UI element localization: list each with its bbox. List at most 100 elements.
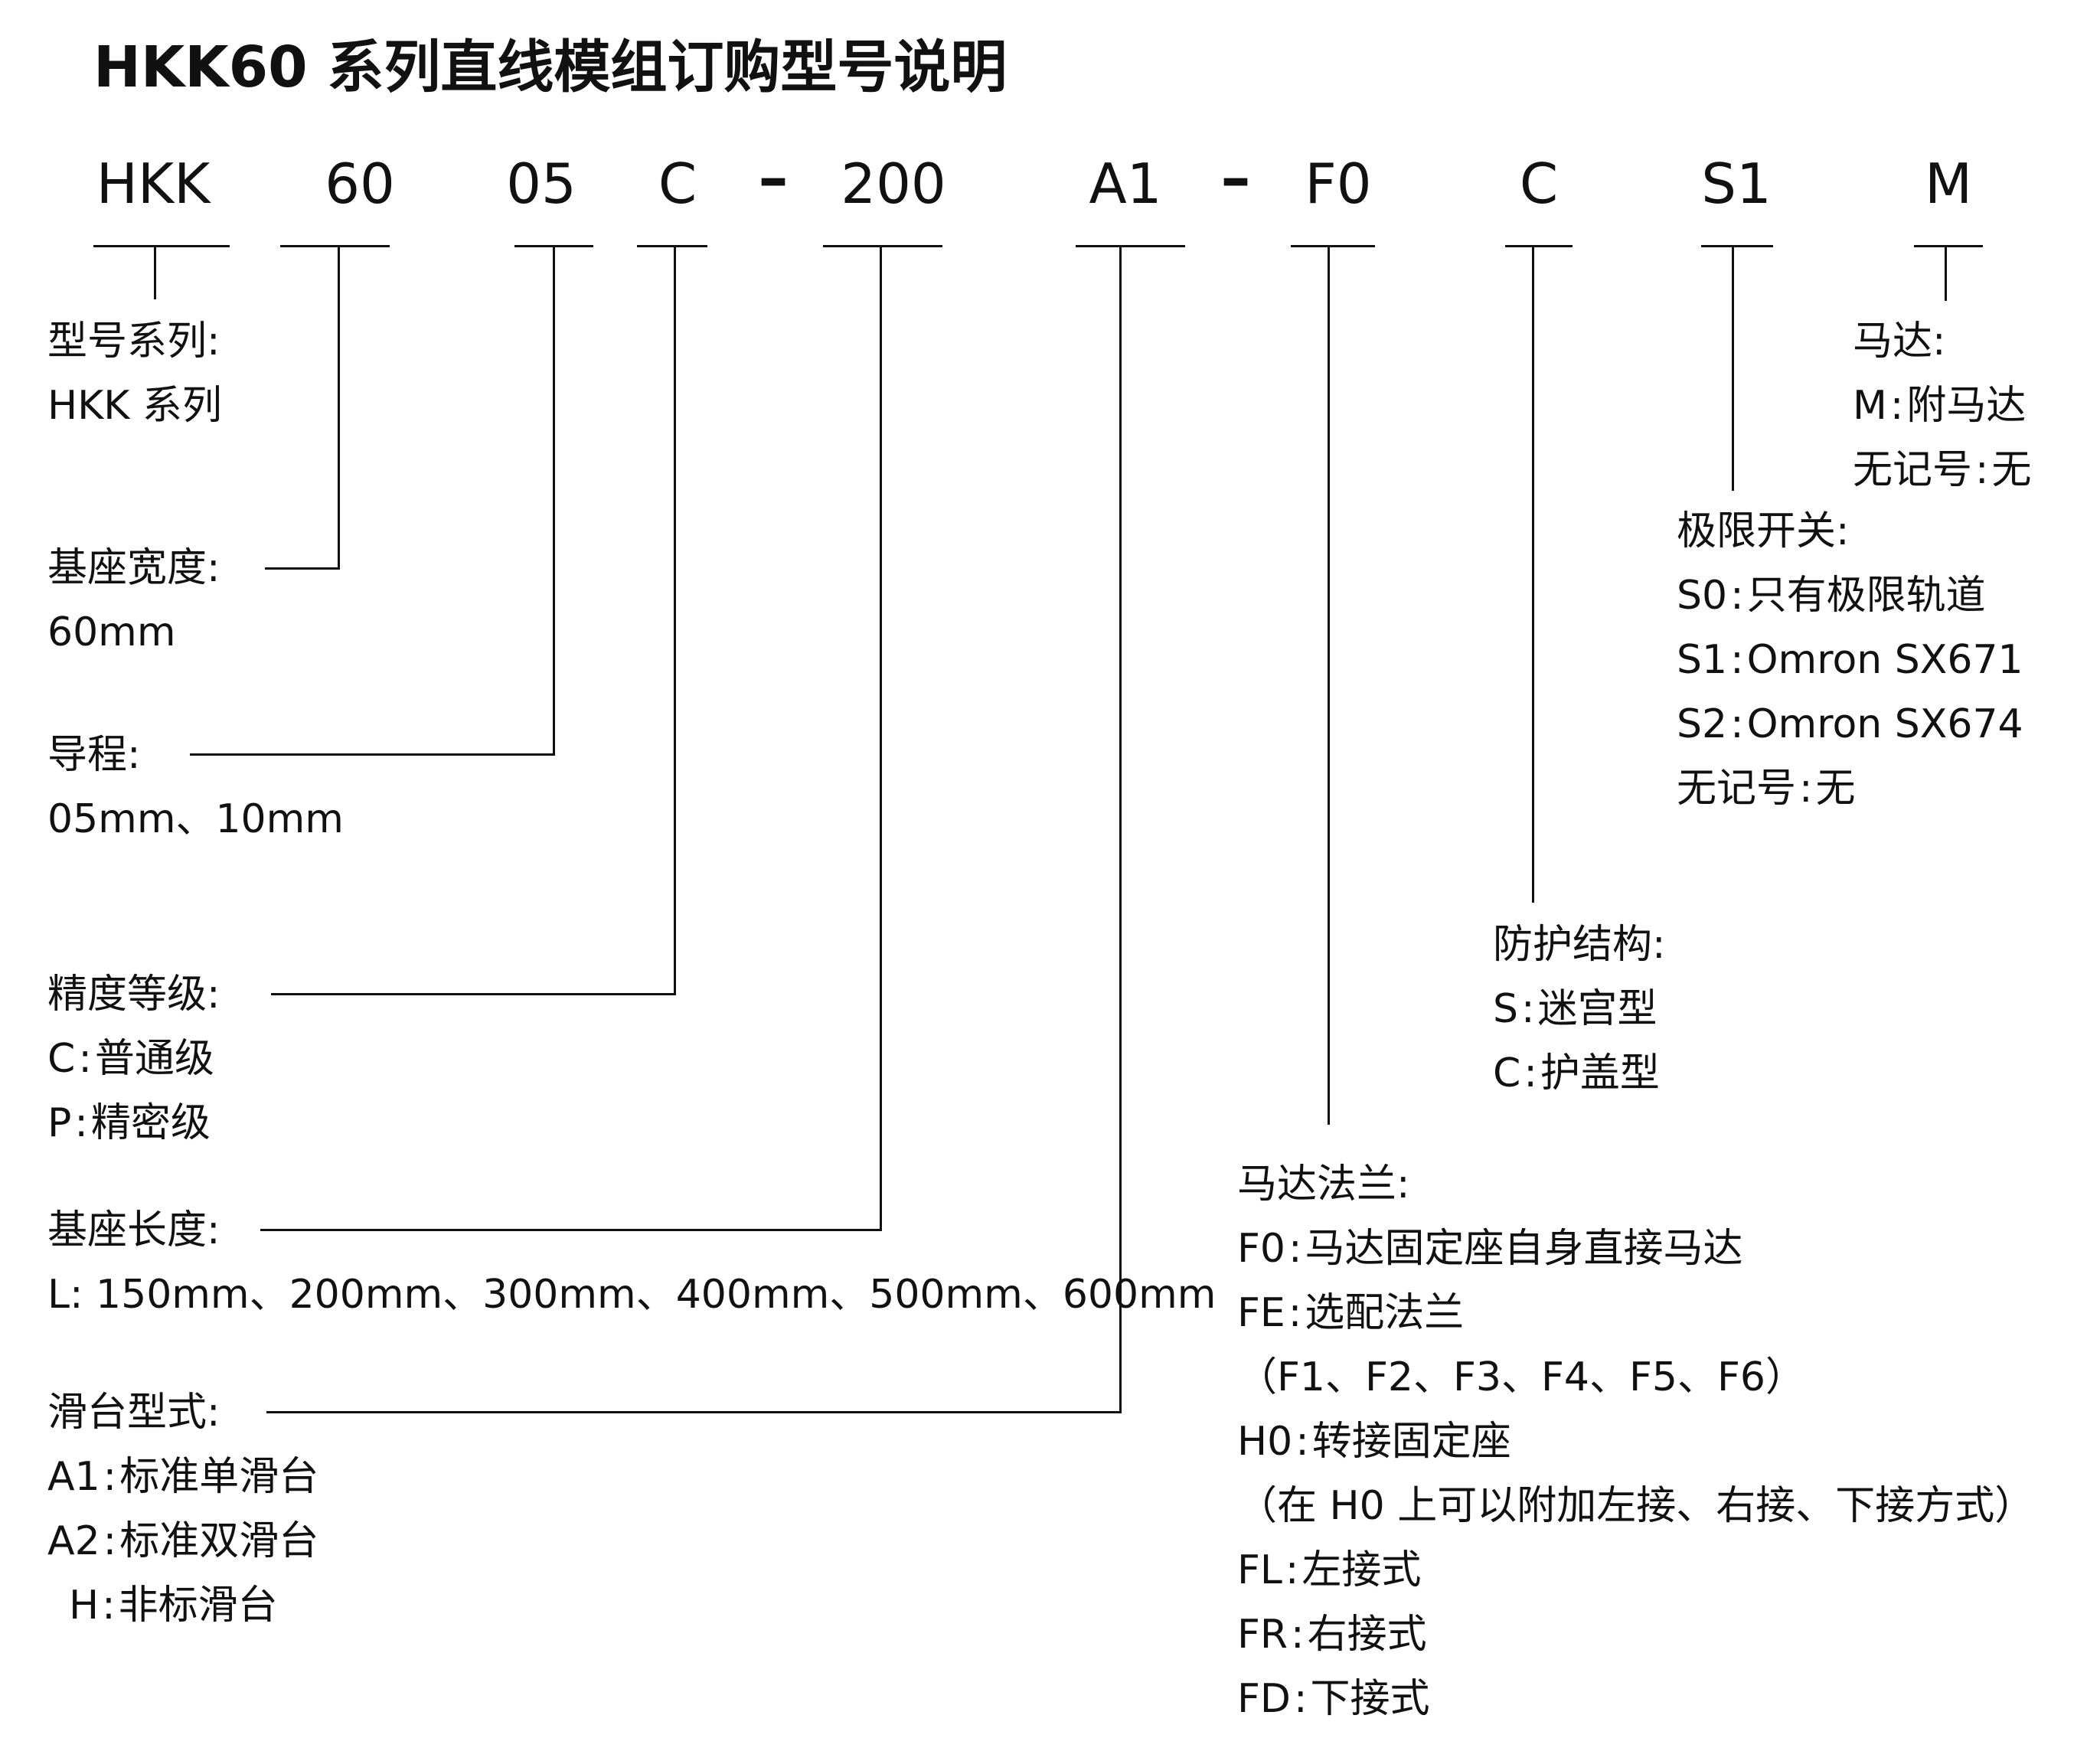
code-precision: C: [658, 152, 697, 216]
series-value: HKK 系列: [47, 383, 222, 429]
flange-label: 马达法兰:: [1237, 1161, 1410, 1207]
leader-length: [880, 247, 882, 1231]
flange-options-note: （F1、F2、F3、F4、F5、F6）: [1237, 1354, 1805, 1400]
code-motor: M: [1924, 152, 1973, 216]
list-item: 无记号:无: [1853, 447, 2032, 493]
length-value: L: 150mm、200mm、300mm、400mm、500mm、600mm: [47, 1272, 1217, 1318]
leader-series: [154, 247, 156, 299]
leader-precision: [674, 247, 676, 995]
block-flange: 马达法兰: F0:马达固定座自身直接马达 FE:选配法兰 （F1、F2、F3、F…: [1237, 1152, 2034, 1731]
lead-value: 05mm、10mm: [47, 796, 344, 842]
list-item: M:附马达: [1853, 383, 2027, 429]
item-desc: 普通级: [94, 1036, 214, 1082]
list-item: S2:Omron SX674: [1677, 701, 2023, 747]
item-desc: 护盖型: [1540, 1050, 1660, 1096]
item-desc: 马达固定座自身直接马达: [1305, 1226, 1743, 1272]
list-item: FR:右接式: [1237, 1612, 1427, 1658]
underline-motor: [1914, 245, 1983, 247]
item-code: S2: [1677, 701, 1728, 747]
item-code: H: [69, 1583, 100, 1629]
list-item: S0:只有极限轨道: [1677, 573, 1986, 619]
motor-label: 马达:: [1853, 319, 1946, 364]
underline-series: [93, 245, 230, 247]
code-limit: S1: [1701, 152, 1772, 216]
item-code: F0: [1237, 1226, 1285, 1272]
leader-protection: [1532, 247, 1534, 903]
leader-slide: [1119, 247, 1122, 1413]
code-flange: F0: [1305, 152, 1372, 216]
item-desc: 附马达: [1906, 383, 2027, 429]
item-code: S0: [1677, 573, 1728, 619]
leader-lead: [553, 247, 555, 756]
block-limit: 极限开关: S0:只有极限轨道 S1:Omron SX671 S2:Omron …: [1677, 499, 2023, 821]
item-code: A1: [47, 1454, 100, 1500]
item-code: 无记号: [1853, 447, 1973, 493]
item-desc: 无: [1991, 447, 2032, 493]
code-length: 200: [841, 152, 946, 216]
item-code: S: [1493, 986, 1519, 1032]
item-code: A2: [47, 1518, 100, 1564]
underline-length: [823, 245, 942, 247]
item-code: C: [1493, 1050, 1521, 1096]
item-desc: 无: [1815, 766, 1856, 812]
page-title: HKK60 系列直线模组订购型号说明: [93, 34, 1008, 100]
list-item: A1:标准单滑台: [47, 1454, 319, 1500]
width-value: 60mm: [47, 609, 176, 655]
block-lead: 导程: 05mm、10mm: [47, 723, 344, 851]
item-desc: 右接式: [1307, 1612, 1427, 1658]
item-desc: Omron SX674: [1746, 701, 2023, 747]
code-width: 60: [325, 152, 395, 216]
block-slide: 滑台型式: A1:标准单滑台 A2:标准双滑台 H:非标滑台: [47, 1380, 318, 1638]
block-motor: 马达: M:附马达 无记号:无: [1853, 309, 2032, 502]
underline-lead: [514, 245, 593, 247]
length-label: 基座长度:: [47, 1207, 220, 1253]
leader-flange: [1328, 247, 1330, 1125]
underline-protection: [1505, 245, 1573, 247]
list-item: FD:下接式: [1237, 1676, 1430, 1722]
series-label: 型号系列:: [47, 319, 220, 364]
block-width: 基座宽度: 60mm: [47, 536, 220, 665]
leader-width: [338, 247, 340, 570]
list-item: FE:选配法兰: [1237, 1290, 1465, 1336]
block-precision: 精度等级: C:普通级 P:精密级: [47, 962, 220, 1155]
code-dash: –: [758, 144, 789, 213]
item-desc: Omron SX671: [1746, 637, 2023, 683]
item-desc: 左接式: [1301, 1547, 1422, 1593]
item-desc: 精密级: [90, 1100, 211, 1146]
list-item: FL:左接式: [1237, 1547, 1422, 1593]
slide-label: 滑台型式:: [47, 1390, 220, 1436]
limit-label: 极限开关:: [1677, 508, 1850, 554]
list-item: 无记号:无: [1677, 766, 1856, 812]
item-code: M: [1853, 383, 1887, 429]
leader-limit: [1732, 247, 1734, 491]
block-series: 型号系列: HKK 系列: [47, 309, 222, 438]
item-desc: 转接固定座: [1311, 1419, 1511, 1465]
list-item: H:非标滑台: [69, 1583, 278, 1629]
item-code: FL: [1237, 1547, 1282, 1593]
item-desc: 迷宫型: [1537, 986, 1657, 1032]
adapter-note: （在 H0 上可以附加左接、右接、下接方式）: [1237, 1483, 2035, 1529]
list-item: H0:转接固定座: [1237, 1419, 1511, 1465]
underline-limit: [1701, 245, 1773, 247]
code-dash: –: [1220, 144, 1251, 213]
leader-precision-h: [271, 993, 676, 995]
leader-motor: [1945, 247, 1947, 301]
underline-precision: [637, 245, 707, 247]
item-code: FE: [1237, 1290, 1285, 1336]
item-code: P: [47, 1100, 72, 1146]
leader-width-h: [265, 567, 340, 570]
item-code: S1: [1677, 637, 1728, 683]
block-length: 基座长度: L: 150mm、200mm、300mm、400mm、500mm、6…: [47, 1198, 1216, 1327]
code-lead: 05: [506, 152, 576, 216]
list-item: S:迷宫型: [1493, 986, 1657, 1032]
code-slide: A1: [1089, 152, 1162, 216]
list-item: A2:标准双滑台: [47, 1518, 319, 1564]
lead-label: 导程:: [47, 732, 141, 778]
underline-width: [280, 245, 390, 247]
item-desc: 下接式: [1310, 1676, 1430, 1722]
underline-flange: [1291, 245, 1375, 247]
item-code: C: [47, 1036, 76, 1082]
precision-label: 精度等级:: [47, 972, 220, 1018]
item-code: FR: [1237, 1612, 1288, 1658]
list-item: F0:马达固定座自身直接马达: [1237, 1226, 1743, 1272]
